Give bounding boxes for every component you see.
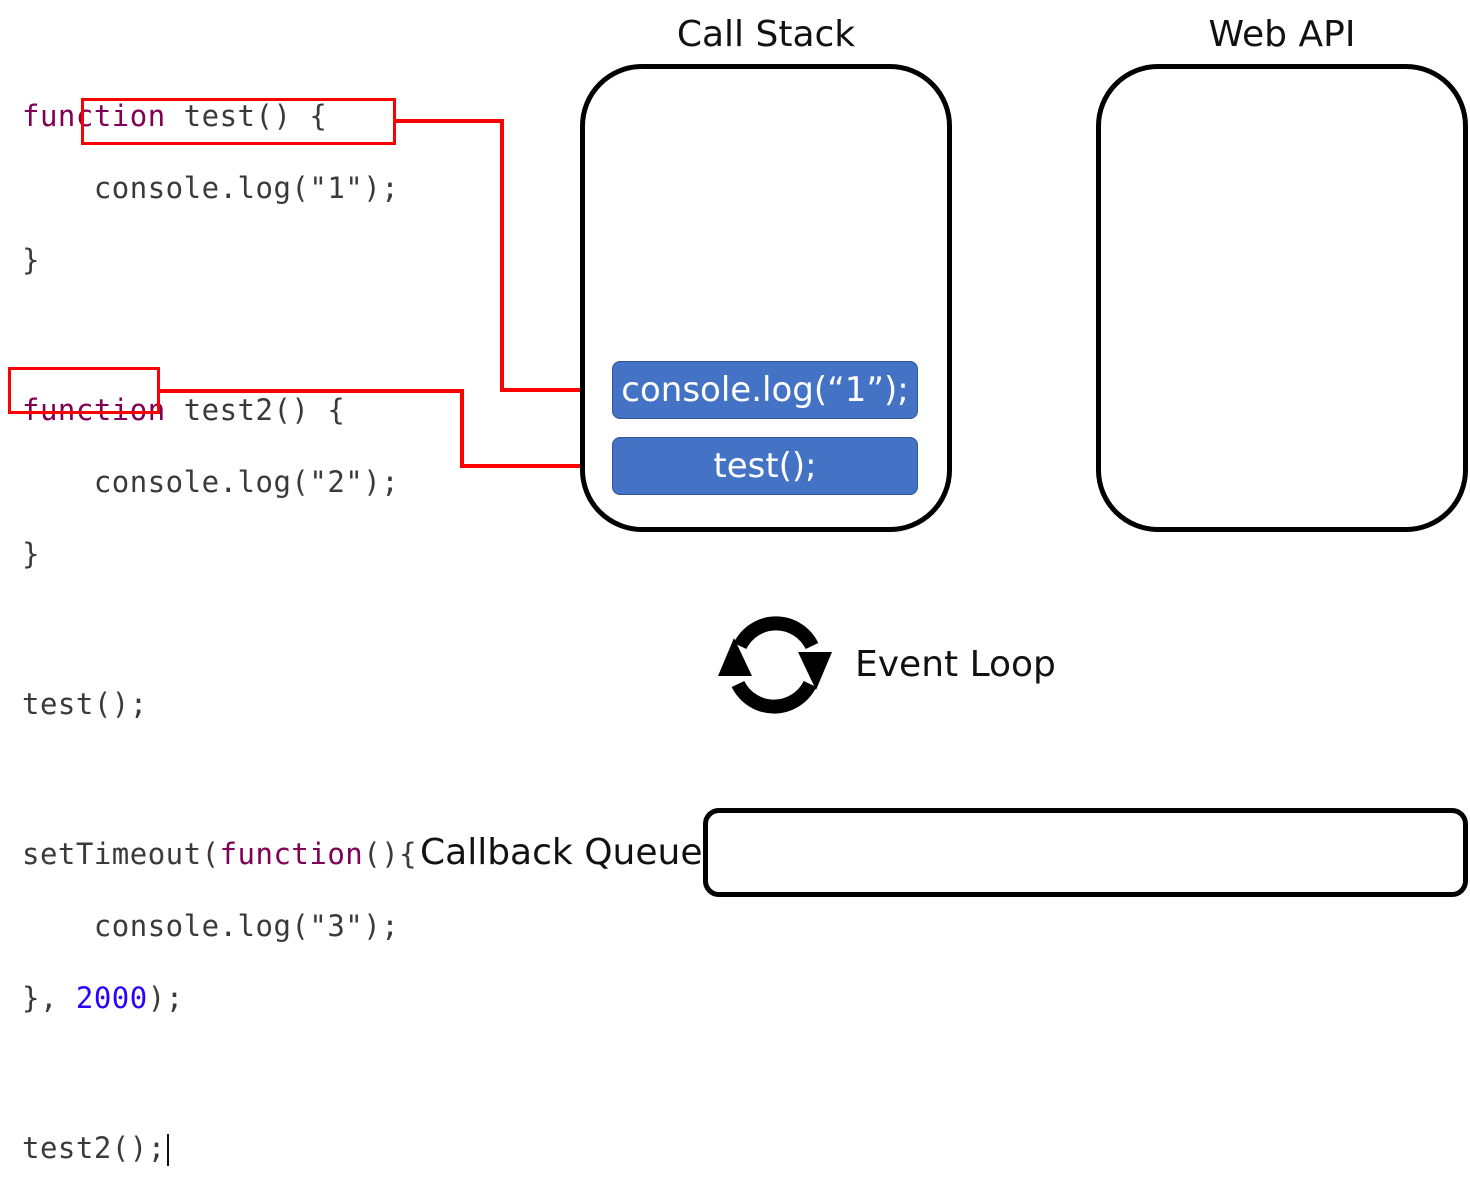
event-loop-icon (718, 616, 832, 714)
highlighted-code: console.log("1"); (93, 171, 400, 205)
code-line: function test() { (22, 99, 328, 133)
text-caret (166, 1134, 169, 1166)
code-line: } (22, 537, 40, 571)
arrow-console-log (396, 119, 606, 395)
stack-frame: console.log(“1”); (612, 361, 918, 419)
code-line: test2(); (22, 1130, 417, 1166)
web-api-title: Web API (1208, 14, 1356, 55)
event-loop-label: Event Loop (855, 644, 1056, 685)
web-api-panel (1096, 64, 1468, 532)
code-line: test(); (22, 686, 417, 722)
connector-arrows (160, 119, 606, 471)
highlight-box-console-log (81, 98, 396, 145)
code-line (22, 1052, 417, 1094)
highlight-box-test-call (8, 367, 160, 414)
code-line: console.log("3"); (93, 909, 400, 943)
code-line: }, 2000); (22, 981, 184, 1015)
arrow-test (160, 389, 606, 471)
code-line: console.log("2"); (93, 465, 400, 499)
stack-frame: test(); (612, 437, 918, 495)
callback-queue-label: Callback Queue (420, 832, 703, 873)
refresh-icon (718, 616, 832, 714)
code-line: console.log("1"); (22, 170, 417, 206)
highlighted-code: test(); (22, 687, 148, 721)
code-line: function test2() { (22, 393, 346, 427)
code-line: } (22, 243, 40, 277)
code-line: setTimeout(function(){ (22, 837, 418, 871)
call-stack-title: Call Stack (676, 14, 856, 55)
callback-queue-box (703, 808, 1468, 897)
